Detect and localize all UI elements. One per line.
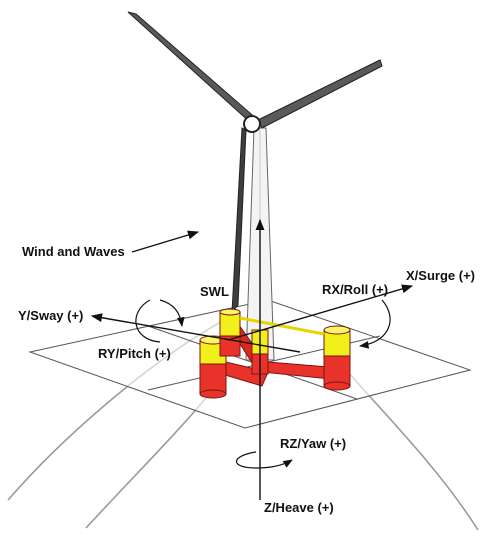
rotation-arrows <box>135 299 391 469</box>
blade-upper <box>127 11 259 125</box>
column-right <box>323 325 351 391</box>
mooring-line-left <box>85 391 212 529</box>
pitch-rotation-arrow <box>135 299 182 343</box>
label-x-surge: X/Surge (+) <box>406 268 475 283</box>
label-z-heave: Z/Heave (+) <box>264 500 334 515</box>
y-axis <box>90 313 301 353</box>
axes <box>90 218 414 500</box>
roll-rotation-arrow <box>359 299 391 349</box>
label-rz-yaw: RZ/Yaw (+) <box>280 436 346 451</box>
wind-waves-arrow <box>131 230 200 253</box>
blade-lower <box>231 127 247 314</box>
yaw-rotation-arrow <box>236 451 293 469</box>
x-axis <box>227 284 414 341</box>
column-back <box>219 308 241 357</box>
rotor <box>127 11 383 314</box>
column-center <box>251 329 269 375</box>
blade-right <box>257 59 383 129</box>
label-y-sway: Y/Sway (+) <box>18 308 83 323</box>
label-rx-roll: RX/Roll (+) <box>322 282 388 297</box>
label-swl: SWL <box>200 284 229 299</box>
label-wind-waves: Wind and Waves <box>22 244 125 259</box>
hub <box>243 115 261 133</box>
label-ry-pitch: RY/Pitch (+) <box>98 346 171 361</box>
